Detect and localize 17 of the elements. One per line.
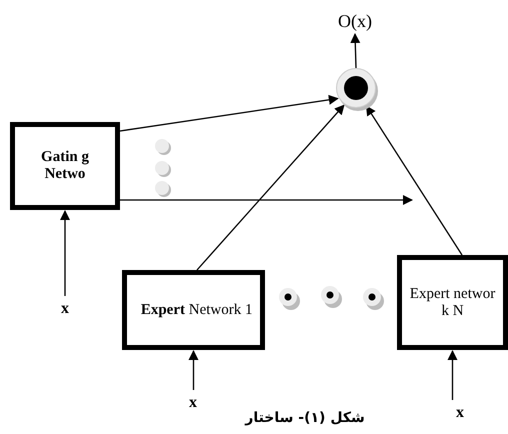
arrow [188,350,198,390]
output-circle [336,68,376,108]
arrow [120,195,413,205]
caption: شکل (۱)- ساختار [244,410,366,426]
expert-box: Expert networ k N [397,255,508,350]
arrow [366,105,463,256]
output-label: O(x) [330,8,380,34]
arrow [120,94,339,132]
arrow [448,350,458,400]
input-label: x [55,298,75,320]
gating-box: Gatin g Netwo [10,122,120,210]
arrow [350,33,360,68]
arrow [60,210,70,296]
input-label: x [183,392,203,414]
input-label: x [450,402,470,424]
expert-box: Expert Network 1 [122,270,265,350]
arrow [196,104,345,270]
